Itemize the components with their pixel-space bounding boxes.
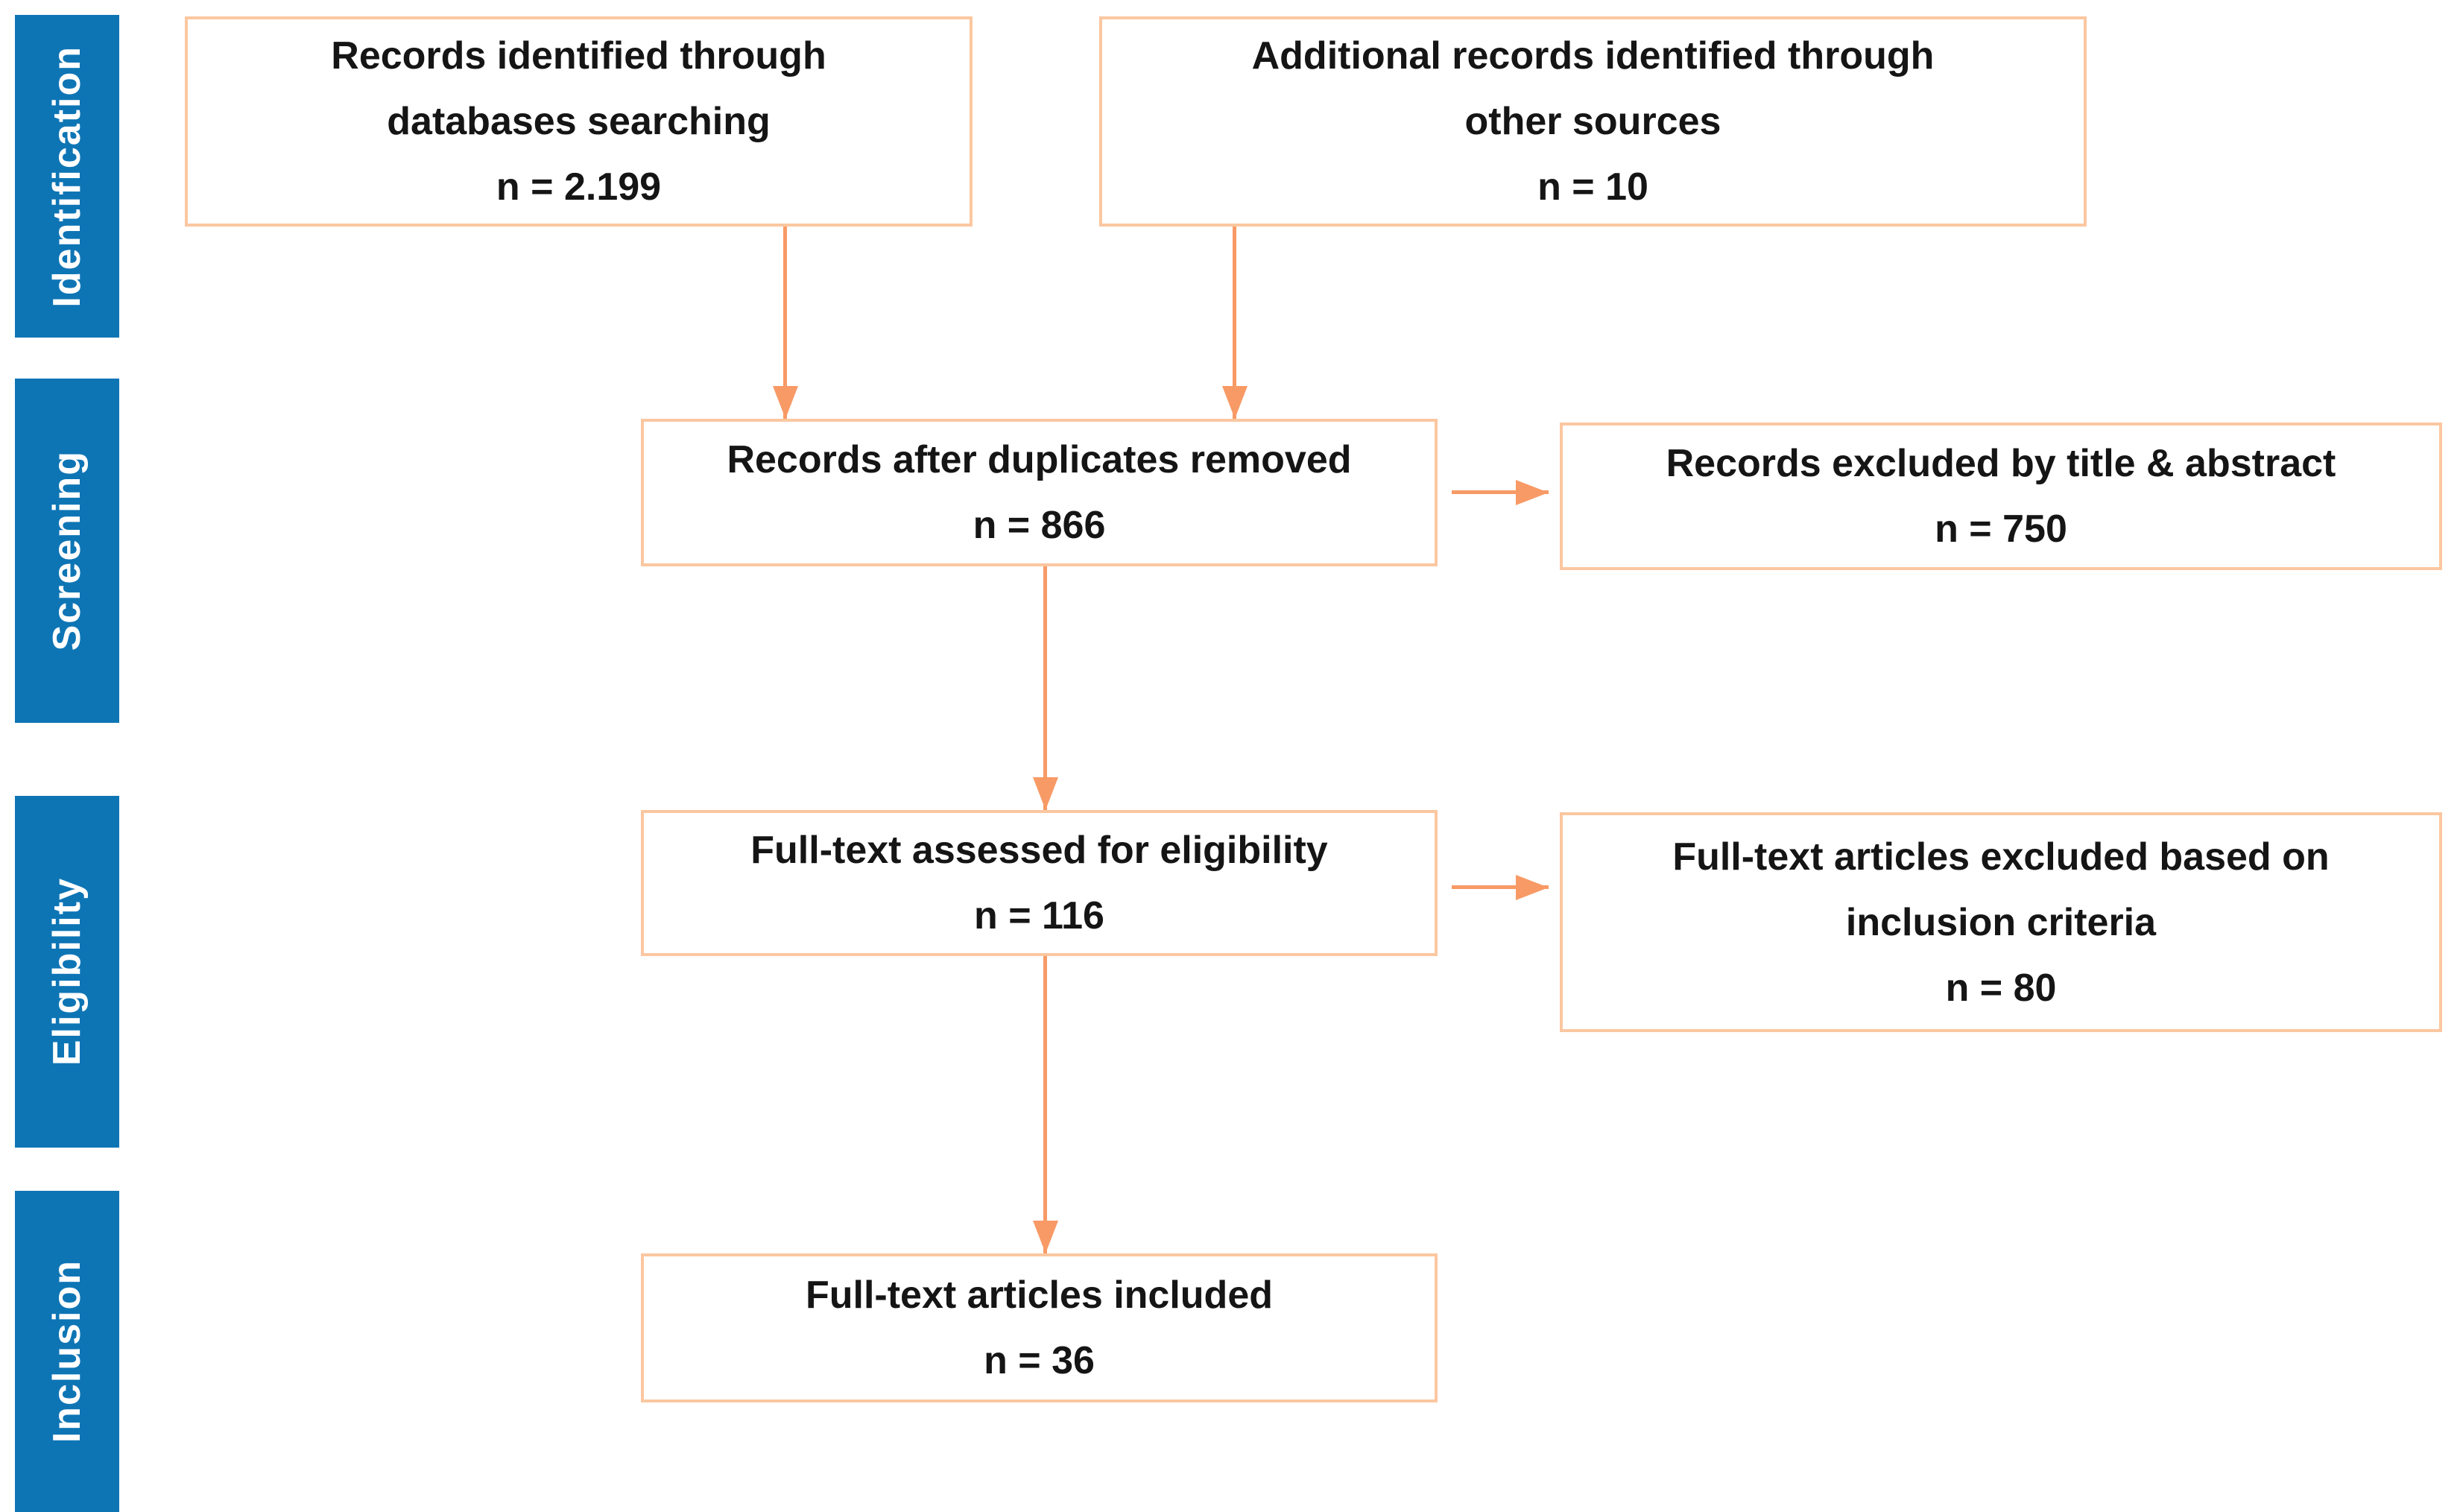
flow-box-text-line: Records identified through — [331, 34, 826, 78]
stage-label-screening: Screening — [45, 450, 89, 651]
flow-box-fulltext-included: Full-text articles included n = 36 — [641, 1253, 1438, 1402]
flow-box-text-line: databases searching — [387, 100, 771, 143]
arrow-fulltext-to-included — [1043, 956, 1047, 1253]
stage-bar-screening: Screening — [15, 379, 119, 723]
flow-box-fulltext-assessed: Full-text assessed for eligibility n = 1… — [641, 810, 1438, 956]
flow-box-count: n = 2.199 — [496, 165, 662, 209]
stage-label-eligibility: Eligibility — [45, 877, 89, 1066]
flow-box-count: n = 116 — [974, 894, 1104, 937]
flow-box-text-line: Records excluded by title & abstract — [1666, 442, 2336, 485]
flow-box-text-line: other sources — [1464, 100, 1721, 143]
stage-bar-identification: Identification — [15, 15, 119, 338]
flow-box-fulltext-excluded: Full-text articles excluded based on inc… — [1560, 812, 2442, 1032]
stage-label-inclusion: Inclusion — [45, 1259, 89, 1443]
flow-box-excluded-title-abstract: Records excluded by title & abstract n =… — [1560, 423, 2442, 570]
arrow-records-to-duplicates — [783, 227, 787, 419]
stage-bar-eligibility: Eligibility — [15, 796, 119, 1148]
flow-box-after-duplicates: Records after duplicates removed n = 866 — [641, 419, 1438, 566]
stage-label-identification: Identification — [45, 45, 89, 308]
arrow-fulltext-to-excluded — [1452, 885, 1549, 889]
flow-box-text-line: Full-text articles excluded based on — [1672, 835, 2330, 879]
flow-box-records-identified: Records identified through databases sea… — [185, 16, 973, 227]
flow-box-text-line: Additional records identified through — [1251, 34, 1935, 78]
arrow-duplicates-to-excluded — [1452, 490, 1549, 494]
arrow-duplicates-to-fulltext — [1043, 566, 1047, 810]
flow-box-count: n = 80 — [1945, 966, 2057, 1010]
flow-box-text-line: inclusion criteria — [1845, 900, 2157, 944]
flow-box-text-line: Records after duplicates removed — [727, 438, 1352, 481]
flow-box-text-line: Full-text assessed for eligibility — [750, 829, 1328, 872]
flow-box-text-line: Full-text articles included — [805, 1274, 1274, 1317]
flow-box-count: n = 36 — [984, 1339, 1095, 1382]
flow-box-count: n = 866 — [973, 504, 1106, 547]
flow-box-count: n = 750 — [1935, 507, 2067, 551]
stage-bar-inclusion: Inclusion — [15, 1191, 119, 1512]
flow-box-count: n = 10 — [1537, 165, 1648, 209]
arrow-additional-to-duplicates — [1233, 227, 1236, 419]
flow-box-additional-records: Additional records identified through ot… — [1099, 16, 2087, 227]
